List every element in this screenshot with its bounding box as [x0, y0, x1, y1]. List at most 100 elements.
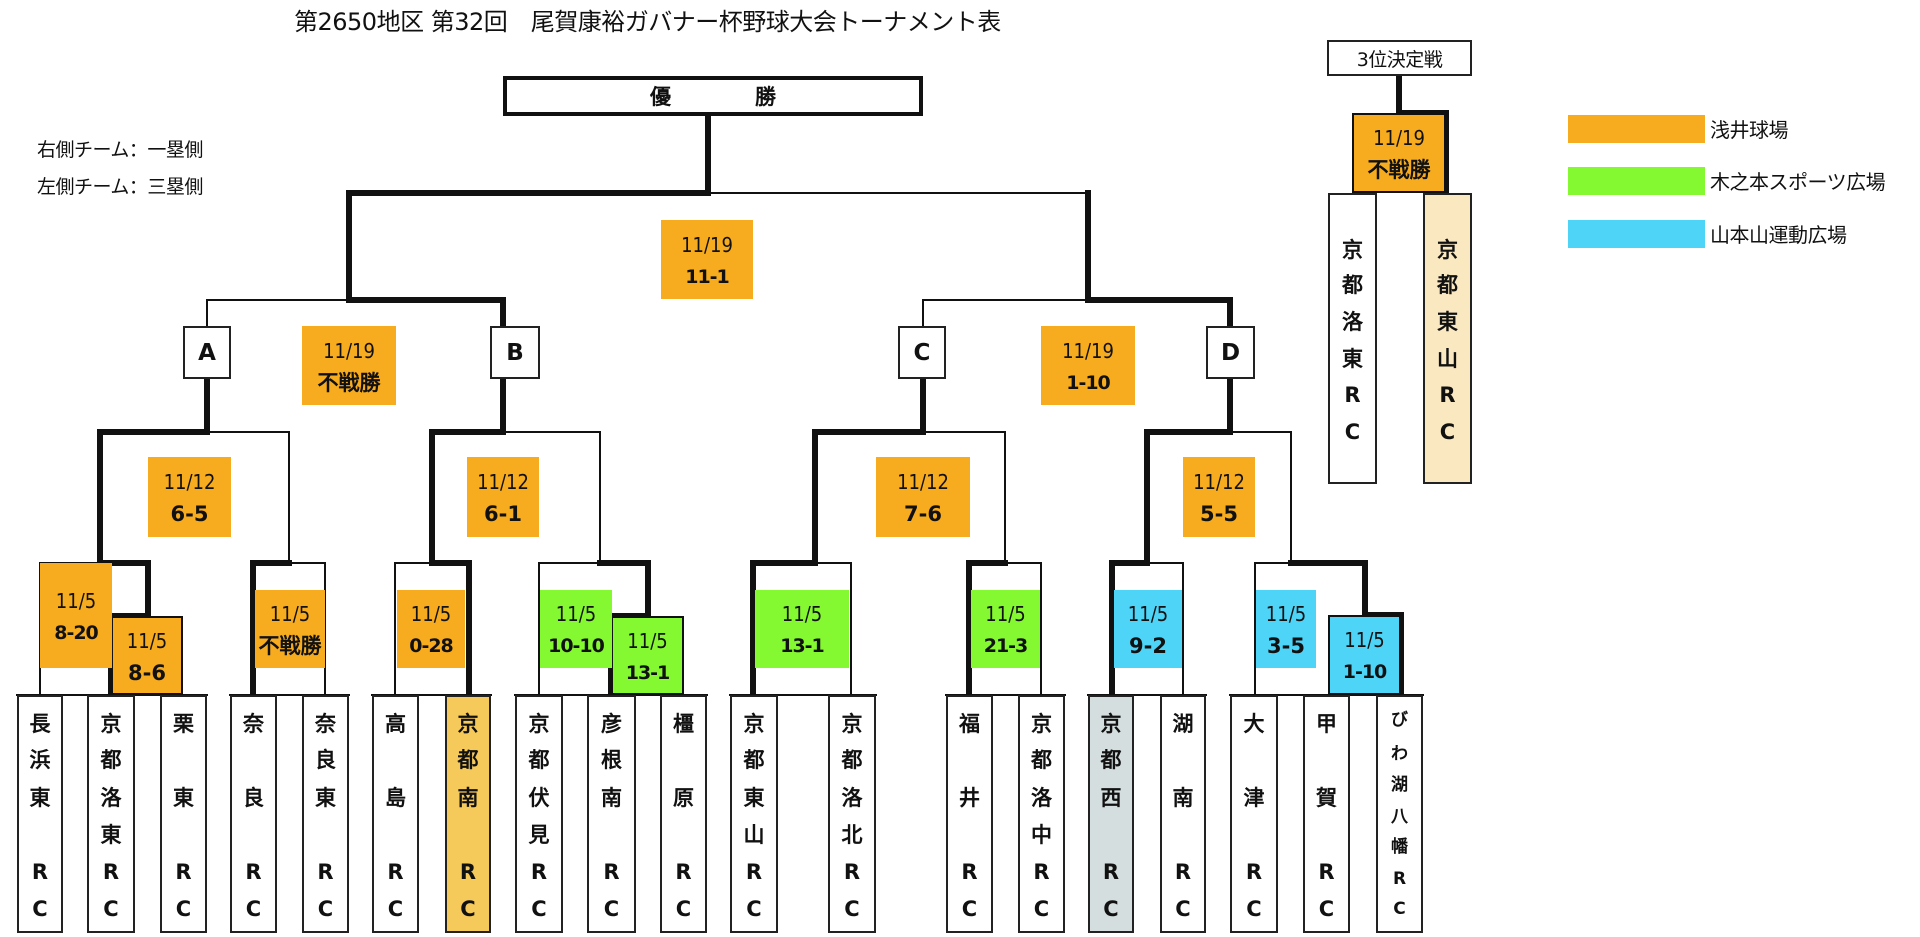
team-name-char: C	[1175, 897, 1191, 921]
team-name-char: C	[460, 897, 476, 921]
team-name-char: C	[1318, 897, 1335, 921]
team-name-char: R	[31, 860, 49, 884]
game-date: 11/5	[126, 628, 168, 653]
team-name-char: R	[102, 860, 120, 884]
team-name-char: R	[175, 860, 192, 884]
team-name-char: C	[1246, 897, 1262, 921]
team-name-char: 原	[673, 786, 694, 810]
team-name-char: 津	[1243, 786, 1265, 810]
team-name-char: 都	[100, 748, 122, 772]
team-name-char: 根	[601, 748, 622, 772]
game-score: 不戦勝	[317, 370, 381, 395]
team-name-char: 京	[743, 712, 765, 736]
team-name-char: 東	[315, 786, 336, 810]
team-name-char: R	[1344, 383, 1361, 407]
team-name-char: 都	[841, 748, 863, 772]
team-name-char: 見	[528, 823, 550, 847]
team-name-char: R	[1439, 383, 1456, 407]
game-score: 11-1	[685, 265, 730, 288]
game-score: 8-6	[128, 660, 166, 685]
team-name-char: 南	[457, 786, 479, 810]
team-name-char: C	[844, 897, 860, 921]
team-name-char: 都	[1342, 273, 1363, 297]
team-name-char: 南	[601, 786, 622, 810]
team-name-char: 京	[841, 712, 863, 736]
team-name-char: 京	[1031, 712, 1052, 736]
team-name-char: 東	[29, 786, 51, 810]
team-name-char: C	[103, 897, 119, 921]
block-label-c: C	[898, 326, 946, 379]
team-name-char: C	[175, 897, 192, 921]
game-score: 不戦勝	[1367, 158, 1431, 182]
team-name-char: R	[245, 860, 262, 884]
game-score: 不戦勝	[258, 634, 322, 658]
team-name-char: 湖	[1391, 775, 1408, 795]
game-date: 11/5	[1265, 602, 1307, 626]
team-name-char: 八	[1391, 807, 1408, 827]
team-name-char: 京	[100, 712, 122, 736]
game-score: 6-5	[170, 502, 209, 526]
team-name-char: 湖	[1172, 712, 1194, 736]
game-date: 11/5	[985, 602, 1026, 626]
champion-label-2: 勝	[755, 85, 776, 109]
champion-label-1: 優	[650, 85, 671, 109]
team-name-char: 高	[385, 712, 406, 736]
team-name-char: R	[530, 860, 548, 884]
team-name-char: 彦	[601, 712, 622, 736]
team-name-char: 都	[1437, 273, 1458, 297]
team-name-char: 大	[1243, 712, 1265, 736]
team-name-char: 奈	[243, 712, 264, 736]
game-score: 13-1	[780, 635, 825, 657]
team-name-char: 島	[385, 786, 406, 810]
game-score: 0-28	[409, 635, 454, 657]
team-name-char: 栗	[173, 712, 194, 736]
game-date: 11/19	[681, 232, 733, 257]
team-name-char: 京	[1437, 238, 1458, 262]
team-name-char: R	[1102, 860, 1120, 884]
team-name-char: 幡	[1391, 837, 1408, 857]
team-name-char: 賀	[1316, 786, 1337, 810]
game-score: 1-10	[1066, 371, 1111, 394]
team-name-char: 東	[100, 823, 122, 847]
team-name-char: 中	[1031, 823, 1052, 847]
team-name-char: 西	[1100, 786, 1122, 810]
team-name-char: R	[603, 860, 620, 884]
team-name-char: 東	[1342, 347, 1363, 371]
team-name-char: R	[387, 860, 404, 884]
team-name-char: C	[1033, 897, 1050, 921]
team-name-char: C	[1103, 897, 1119, 921]
third-place-title: 3位決定戦	[1327, 40, 1472, 76]
team-name-char: C	[675, 897, 692, 921]
game-date: 11/5	[1127, 602, 1169, 626]
team-name-char: 福	[959, 712, 980, 736]
game-score: 8-20	[54, 621, 99, 644]
team-name-char: 洛	[841, 786, 863, 810]
team-name-char: 都	[528, 748, 550, 772]
team-name-char: C	[961, 897, 978, 921]
game-score: 1-10	[1342, 661, 1388, 683]
team-name-char: わ	[1391, 744, 1408, 764]
note-left-team: 左側チーム：三塁側	[37, 176, 203, 198]
team-name-char: 奈	[315, 712, 336, 736]
team-name-char: 山	[1437, 347, 1458, 371]
team-name-char: 京	[457, 712, 479, 736]
game-date: 11/12	[1193, 470, 1245, 494]
team-name-char: R	[1392, 869, 1407, 889]
game-score: 13-1	[625, 661, 671, 684]
